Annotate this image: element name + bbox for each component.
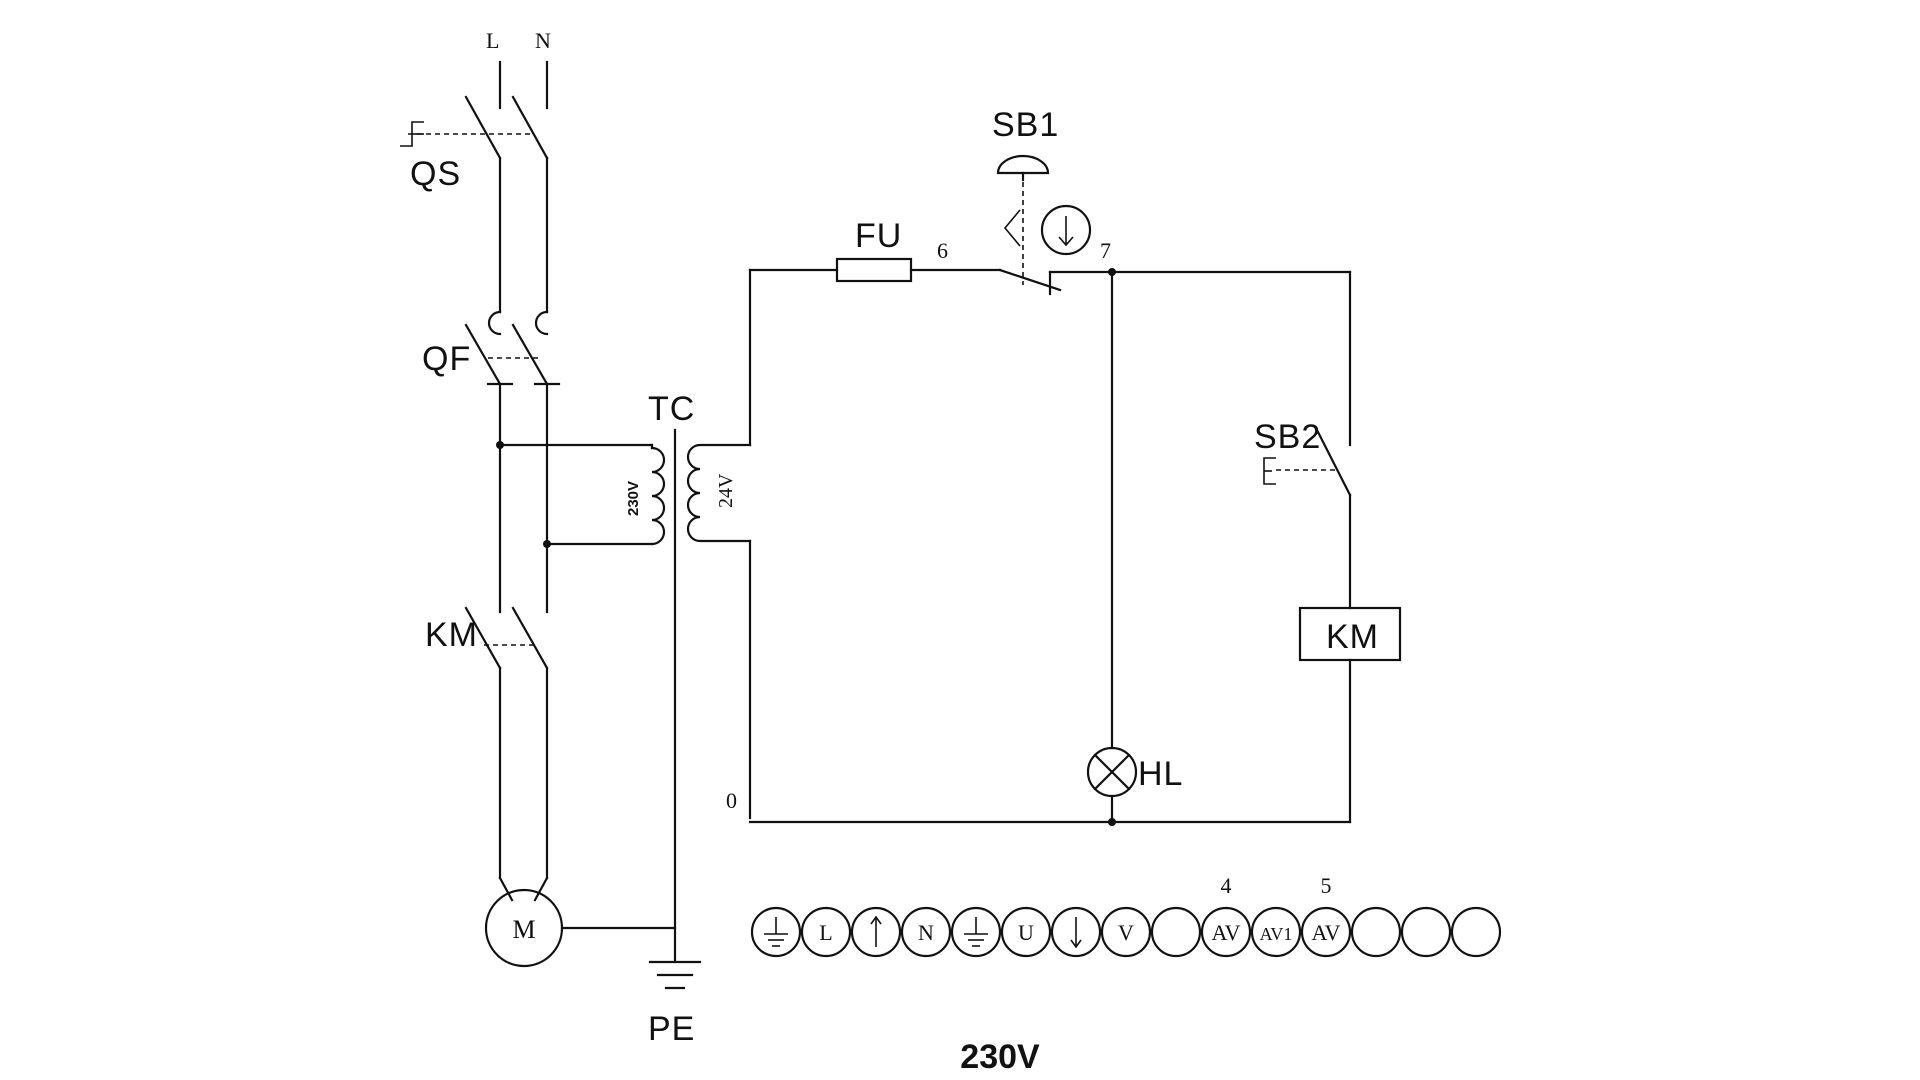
terminal-3: N <box>900 906 952 958</box>
arrow-down-icon <box>1070 917 1082 949</box>
terminal-label: N <box>918 920 934 945</box>
fu-label: FU <box>855 217 902 255</box>
terminal-2 <box>850 906 902 958</box>
qf-breaker: QF <box>422 310 561 386</box>
terminal-7: V <box>1100 906 1152 958</box>
sb2-start-button: SB2 <box>1254 418 1352 497</box>
terminal-12 <box>1350 906 1402 958</box>
terminal-label: L <box>819 920 832 945</box>
terminal-label: V <box>1118 920 1134 945</box>
supply-label-n: N <box>535 28 551 53</box>
terminal-mark: 5 <box>1321 873 1332 898</box>
terminal-mark: 4 <box>1221 873 1232 898</box>
node-6-label: 6 <box>937 238 948 263</box>
lamp-hl: HL <box>1086 746 1183 798</box>
terminal-strip: L N U V AV AV1 AV 4 5 <box>750 873 1502 958</box>
node-7-label: 7 <box>1100 238 1111 263</box>
voltage-rating: 230V <box>960 1038 1040 1076</box>
tc-secondary-voltage: 24V <box>715 473 737 508</box>
control-circuit: FU 6 SB1 7 HL <box>726 106 1402 826</box>
terminal-label: AV <box>1212 920 1241 945</box>
qf-label: QF <box>422 340 471 378</box>
terminal-11: AV <box>1300 906 1352 958</box>
earth-icon <box>764 917 788 947</box>
terminal-10: AV1 <box>1250 906 1302 958</box>
terminal-13 <box>1400 906 1452 958</box>
terminal-8 <box>1150 906 1202 958</box>
terminal-14 <box>1450 906 1502 958</box>
km-coil-label: KM <box>1326 618 1379 656</box>
supply-label-l: L <box>486 28 499 53</box>
terminal-1: L <box>800 906 852 958</box>
earth-icon <box>964 917 988 947</box>
fuse-fu: FU <box>835 217 913 283</box>
terminal-5: U <box>1000 906 1052 958</box>
motor-label: M <box>512 915 535 944</box>
qs-disconnector: QS <box>400 95 549 193</box>
motor: M <box>484 888 564 968</box>
earth-pe: PE <box>648 960 702 1048</box>
km-coil: KM <box>1298 606 1402 662</box>
terminal-label: AV1 <box>1260 924 1293 944</box>
arrow-up-icon <box>870 915 882 947</box>
transformer-tc: TC 230V 24V PE <box>625 390 752 1048</box>
sb1-emergency-stop: SB1 <box>992 106 1114 296</box>
sb1-label: SB1 <box>992 106 1059 144</box>
km-main-contacts: KM <box>425 606 549 670</box>
hl-label: HL <box>1138 755 1183 793</box>
terminal-label: U <box>1018 920 1034 945</box>
tc-label: TC <box>648 390 695 428</box>
tc-primary-voltage: 230V <box>625 481 642 516</box>
terminal-0 <box>750 906 802 958</box>
terminal-4 <box>950 906 1002 958</box>
pe-label: PE <box>648 1010 695 1048</box>
power-circuit: L N QS QF <box>400 28 677 968</box>
terminal-label: AV <box>1312 920 1341 945</box>
terminal-6 <box>1050 906 1102 958</box>
km-contact-label: KM <box>425 616 478 654</box>
node-0-label: 0 <box>726 788 737 813</box>
terminal-9: AV <box>1200 906 1252 958</box>
qs-label: QS <box>410 155 461 193</box>
sb2-label: SB2 <box>1254 418 1321 456</box>
